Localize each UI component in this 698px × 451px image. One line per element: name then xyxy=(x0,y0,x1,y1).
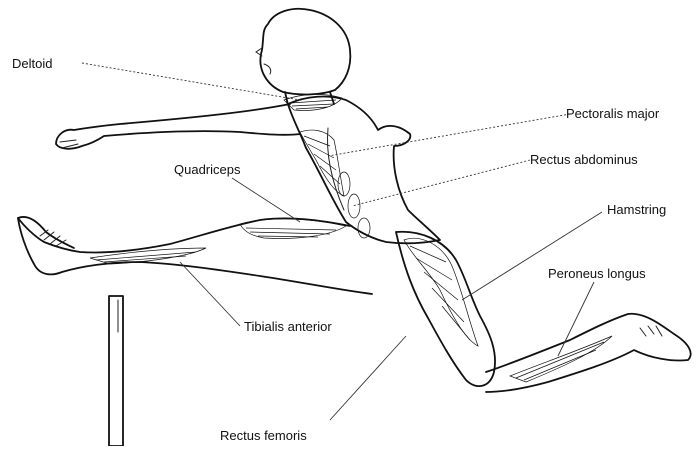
label-rectus-abdominus: Rectus abdominus xyxy=(530,152,638,167)
label-rectus-femoris: Rectus femoris xyxy=(220,428,307,443)
label-hamstring: Hamstring xyxy=(607,202,666,217)
torso xyxy=(288,97,440,244)
head xyxy=(260,9,350,95)
pectoral-muscle xyxy=(300,130,344,196)
hurdle xyxy=(109,296,123,446)
extended-arm xyxy=(56,104,300,149)
label-deltoid: Deltoid xyxy=(12,56,52,71)
leader-lines xyxy=(82,63,602,420)
label-pectoralis-major: Pectoralis major xyxy=(566,106,660,121)
label-quadriceps: Quadriceps xyxy=(174,162,241,177)
label-peroneus-longus: Peroneus longus xyxy=(548,266,646,281)
label-tibialis-anterior: Tibialis anterior xyxy=(244,319,332,334)
